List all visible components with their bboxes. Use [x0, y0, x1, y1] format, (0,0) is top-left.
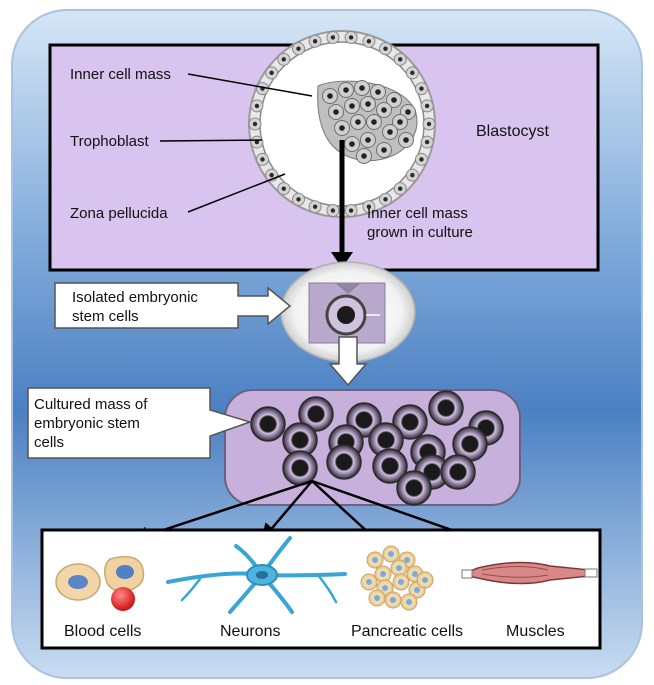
grown-in-culture-label-line2: grown in culture — [367, 224, 473, 241]
inner-mass-nucleus — [333, 109, 339, 115]
pancreatic-cell — [400, 593, 418, 611]
pancreatic-cell — [390, 559, 408, 577]
zona-pellucida-label: Zona pellucida — [70, 205, 168, 222]
cultured-stem-cell — [396, 470, 432, 506]
inner-mass-nucleus — [397, 119, 403, 125]
inner-mass-nucleus — [365, 101, 371, 107]
trophoblast-nucleus — [269, 70, 274, 76]
trophoblast-nucleus — [330, 208, 336, 213]
outcome-label-pancreatic-cells: Pancreatic cells — [351, 623, 463, 640]
inner-mass-nucleus — [359, 85, 365, 91]
outcome-label-muscles: Muscles — [506, 623, 565, 640]
cultured-callout-line1: Cultured mass of — [34, 396, 148, 413]
cultured-stem-cell — [372, 448, 408, 484]
trophoblast-nucleus — [296, 46, 301, 51]
inner-mass-nucleus — [381, 107, 387, 113]
inner-mass-nucleus — [355, 119, 361, 125]
trophoblast-nucleus — [366, 39, 372, 44]
trophoblast-nucleus — [269, 172, 274, 178]
trophoblast-nucleus — [424, 139, 430, 145]
isolated-callout-line2: stem cells — [72, 308, 139, 325]
neuron-icon — [166, 536, 347, 614]
inner-mass-nucleus — [403, 137, 409, 143]
trophoblast-nucleus — [312, 204, 318, 209]
cultured-callout-line2: embryonic stem — [34, 415, 140, 432]
trophoblast-nucleus — [424, 103, 430, 109]
pancreatic-cell — [392, 573, 410, 591]
muscle-icon — [461, 561, 598, 585]
inner-mass-nucleus — [375, 89, 381, 95]
pancreatic-cell — [374, 565, 392, 583]
inner-mass-nucleus — [349, 103, 355, 109]
isolated-callout-line1: Isolated embryonic — [72, 289, 198, 306]
pancreatic-cell — [384, 591, 402, 609]
blood-cells-icon — [55, 555, 145, 611]
pancreatic-cell — [360, 573, 378, 591]
hollow-down-arrow — [328, 336, 368, 387]
trophoblast-nucleus — [366, 204, 372, 209]
trophoblast-nucleus — [419, 157, 424, 162]
isolated-callout: Isolated embryonic stem cells — [54, 282, 292, 329]
trophoblast-nucleus — [348, 35, 354, 40]
cultured-stem-cell — [428, 390, 464, 426]
pancreatic-cell — [366, 551, 384, 569]
cultured-stem-cell — [298, 396, 334, 432]
cultured-mass — [224, 389, 521, 506]
inner-mass-nucleus — [349, 141, 355, 147]
trophoblast-label: Trophoblast — [70, 133, 149, 150]
trophoblast-nucleus — [312, 39, 318, 44]
pancreatic-cell — [416, 571, 434, 589]
trophoblast-nucleus — [254, 139, 260, 145]
cultured-stem-cell — [326, 444, 362, 480]
pancreatic-cells-icon — [360, 545, 434, 611]
trophoblast-nucleus — [281, 57, 286, 62]
cultured-stem-cell — [282, 450, 318, 486]
trophoblast-nucleus — [410, 172, 415, 178]
trophoblast-nucleus — [383, 197, 388, 202]
cultured-stem-cell — [440, 454, 476, 490]
outcome-label-neurons: Neurons — [220, 623, 280, 640]
trophoblast-nucleus — [398, 186, 403, 191]
outcomes-panel: Blood cells Neurons Pancreatic cells Mus… — [40, 528, 602, 650]
trophoblast-nucleus — [281, 186, 286, 191]
trophoblast-nucleus — [254, 103, 260, 109]
blastocyst-label: Blastocyst — [476, 123, 549, 140]
inner-mass-nucleus — [381, 147, 387, 153]
cultured-callout: Cultured mass of embryonic stem cells — [27, 387, 253, 459]
trophoblast-nucleus — [296, 197, 301, 202]
inner-mass-nucleus — [339, 125, 345, 131]
cultured-stem-cell — [392, 404, 428, 440]
inner-cell-mass-label: Inner cell mass — [70, 66, 171, 83]
trophoblast-nucleus — [330, 35, 336, 40]
trophoblast-nucleus — [410, 70, 415, 76]
inner-mass-nucleus — [405, 109, 411, 115]
grown-in-culture-label-line1: Inner cell mass — [367, 205, 468, 222]
blastocyst-panel: Inner cell mass Trophoblast Zona pelluci… — [48, 30, 600, 272]
pancreatic-cell — [382, 545, 400, 563]
inner-mass-nucleus — [327, 93, 333, 99]
cultured-callout-line3: cells — [34, 434, 64, 451]
inner-mass-nucleus — [365, 137, 371, 143]
culture-arrow — [331, 140, 353, 268]
trophoblast-nucleus — [383, 46, 388, 51]
trophoblast-nucleus — [419, 86, 424, 91]
trophoblast-nucleus — [398, 57, 403, 62]
inner-mass-nucleus — [343, 87, 349, 93]
pancreatic-cell — [368, 589, 386, 607]
trophoblast-nucleus — [348, 208, 354, 213]
inner-mass-nucleus — [387, 129, 393, 135]
trophoblast-nucleus — [252, 121, 258, 127]
cultured-stem-cell — [250, 406, 286, 442]
trophoblast-nucleus — [426, 121, 432, 127]
outcome-label-blood-cells: Blood cells — [64, 623, 141, 640]
inner-mass-nucleus — [361, 153, 367, 159]
inner-mass-nucleus — [371, 119, 377, 125]
trophoblast-nucleus — [260, 157, 265, 162]
inner-mass-nucleus — [391, 97, 397, 103]
